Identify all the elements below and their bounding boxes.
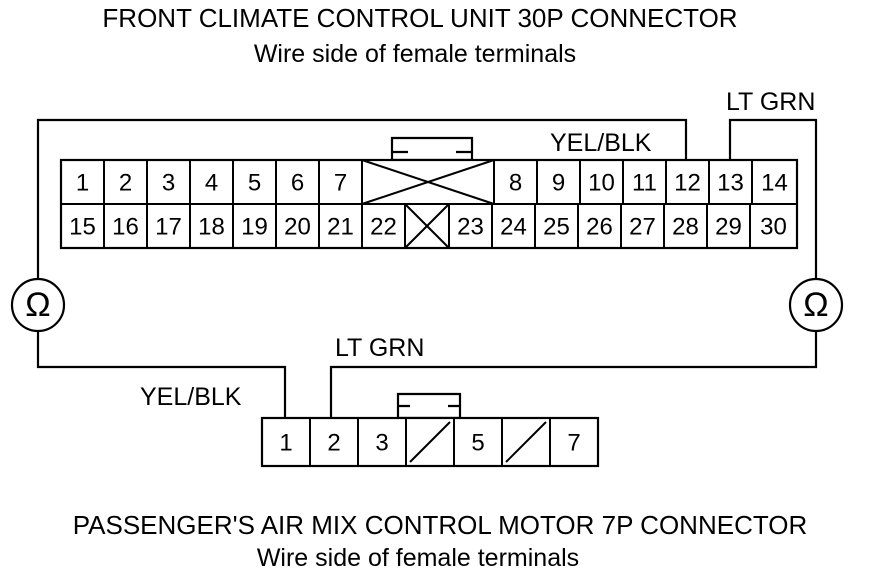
bottom-connector-subtitle: Wire side of female terminals — [257, 544, 579, 572]
connector-7p-pin-label: 7 — [567, 430, 580, 457]
connector-30p-row1-pin-label: 8 — [509, 170, 522, 197]
connector-30p-row2-pin-label: 22 — [370, 214, 397, 241]
connector-30p-row1-pin-label: 4 — [205, 170, 218, 197]
connector-7p-cell-6 — [549, 417, 599, 467]
connector-30p-lock-tab — [390, 136, 474, 162]
ohmmeter-left: Ω — [10, 277, 66, 333]
connector-30p-row1-pin-label: 2 — [119, 170, 132, 197]
connector-30p-row1-pin-label: 9 — [552, 170, 565, 197]
connector-7p: 1 2 3 5 7 — [260, 392, 600, 468]
connector-30p-row2-cell-16 — [749, 203, 798, 249]
connector-30p-row2-pin-label: 24 — [500, 214, 527, 241]
connector-30p-row1-pin-label: 14 — [761, 170, 788, 197]
connector-30p-row1-pin-label: 6 — [291, 170, 304, 197]
connector-30p-row2-pin-label: 23 — [457, 214, 484, 241]
connector-30p-row2-blank-cross-b-8 — [404, 203, 450, 249]
wire-label-lt-grn-top: LT GRN — [726, 88, 815, 116]
connector-30p-row1-pin-label: 5 — [248, 170, 261, 197]
connector-30p-row2-pin-label: 17 — [155, 214, 182, 241]
connector-30p-row2-pin-label: 27 — [629, 214, 656, 241]
top-connector-subtitle: Wire side of female terminals — [254, 40, 576, 68]
connector-30p-row1-pin-label: 1 — [76, 170, 89, 197]
connector-30p-row2-pin-label: 19 — [241, 214, 268, 241]
wires — [36, 118, 818, 418]
connector-7p-pin-label: 2 — [327, 430, 340, 457]
connector-7p-pin-label: 1 — [279, 430, 292, 457]
wire-label-yel-blk-bottom: YEL/BLK — [140, 383, 242, 411]
bottom-connector-title: PASSENGER'S AIR MIX CONTROL MOTOR 7P CON… — [73, 510, 808, 540]
connector-7p-blank-slash-3 — [409, 421, 451, 463]
ohm-icon-left: Ω — [25, 286, 50, 324]
ohmmeter-left-circle — [10, 277, 66, 333]
ohmmeter-right: Ω — [788, 277, 844, 333]
lt-grn-wire-top — [728, 118, 818, 279]
connector-30p-row1-pin-label: 12 — [674, 170, 701, 197]
connector-30p-row2-pin-label: 20 — [284, 214, 311, 241]
connector-30p-row2-pin-label: 21 — [327, 214, 354, 241]
ohm-icon-right: Ω — [803, 286, 828, 324]
connector-30p-row2-pin-label: 18 — [198, 214, 225, 241]
wire-label-lt-grn-bottom: LT GRN — [335, 334, 424, 362]
connector-30p-row2-pin-label: 29 — [715, 214, 742, 241]
top-connector-title: FRONT CLIMATE CONTROL UNIT 30P CONNECTOR — [102, 3, 737, 33]
connector-7p-pin-label: 3 — [375, 430, 388, 457]
connector-30p-row1-pin-label: 13 — [717, 170, 744, 197]
connector-30p-row2-pin-label: 15 — [69, 214, 96, 241]
lt-grn-wire-bottom — [329, 331, 818, 418]
connector-30p-row2-pin-label: 16 — [112, 214, 139, 241]
connector-30p-row1-pin-label: 7 — [334, 170, 347, 197]
ohmmeter-right-circle — [788, 277, 844, 333]
yel-blk-wire-bottom — [36, 331, 287, 418]
wire-label-yel-blk-top: YEL/BLK — [550, 129, 652, 157]
connector-30p-row2-pin-label: 25 — [543, 214, 570, 241]
connector-30p-row1-pin-label: 3 — [162, 170, 175, 197]
connector-30p-row2-pin-label: 28 — [672, 214, 699, 241]
yel-blk-wire-top — [36, 118, 688, 279]
connector-30p-row1-pin-label: 11 — [632, 170, 657, 197]
connector-30p-row2-pin-label: 30 — [760, 214, 787, 241]
connector-7p-pin-label: 5 — [471, 430, 484, 457]
connector-30p-row2-pin-label: 26 — [586, 214, 613, 241]
connector-7p-blank-slash-5 — [505, 421, 547, 463]
connector-30p-row1-blank-cross-b-7 — [361, 159, 495, 205]
connector-30p-row1-pin-label: 10 — [588, 170, 615, 197]
connector-7p-cells: 1 2 3 5 7 — [261, 417, 599, 467]
